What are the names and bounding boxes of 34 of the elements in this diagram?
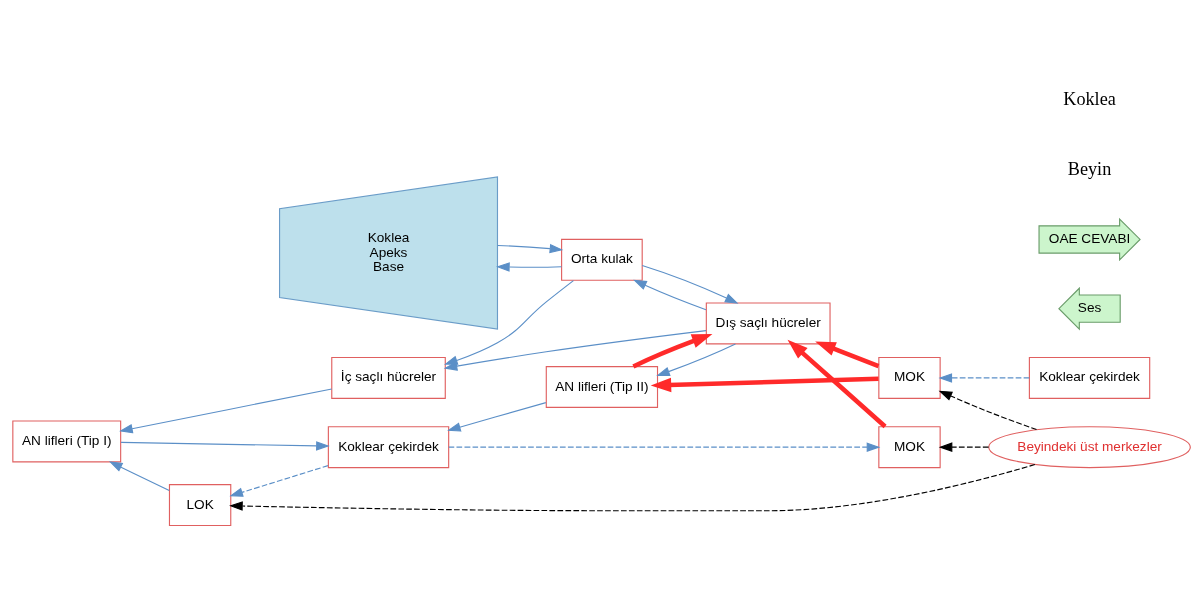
arrow	[497, 243, 564, 254]
label: Koklea	[1063, 89, 1116, 110]
arrow	[938, 373, 1030, 383]
node-box: MOK	[878, 426, 941, 469]
node-box: Orta kulak	[561, 238, 643, 281]
node-box: AN lifleri (Tip II)	[545, 366, 659, 408]
arrow	[108, 461, 170, 492]
node-box: İç saçlı hücreler	[331, 356, 446, 399]
arrow	[633, 279, 707, 311]
arrow	[656, 343, 736, 377]
arrow	[447, 402, 547, 432]
arrow	[650, 376, 879, 393]
arrow	[119, 388, 333, 434]
arrow	[120, 441, 330, 451]
arrow	[229, 465, 329, 497]
arrow	[641, 264, 739, 304]
arrow	[496, 262, 563, 272]
arrow	[448, 442, 881, 452]
node-box: AN lifleri (Tip I)	[12, 420, 122, 463]
label: Beyin	[1067, 158, 1112, 179]
node-box: Dış saçlı hücreler	[705, 302, 831, 345]
arrow	[787, 339, 887, 429]
node-box: Koklea Apeks Base	[279, 176, 499, 330]
arrow	[444, 280, 574, 365]
node-box: MOK	[878, 356, 941, 399]
node-box: LOK	[168, 484, 232, 527]
arrow	[632, 334, 713, 369]
arrow	[229, 463, 1036, 512]
node-box: Koklear çekirdek	[327, 426, 450, 469]
node-ellipse: Beyindeki üst merkezler	[988, 426, 1191, 469]
arrow	[938, 390, 1038, 431]
arrow	[815, 341, 880, 369]
arrow	[938, 442, 990, 452]
node-box: Koklear çekirdek	[1028, 356, 1151, 399]
